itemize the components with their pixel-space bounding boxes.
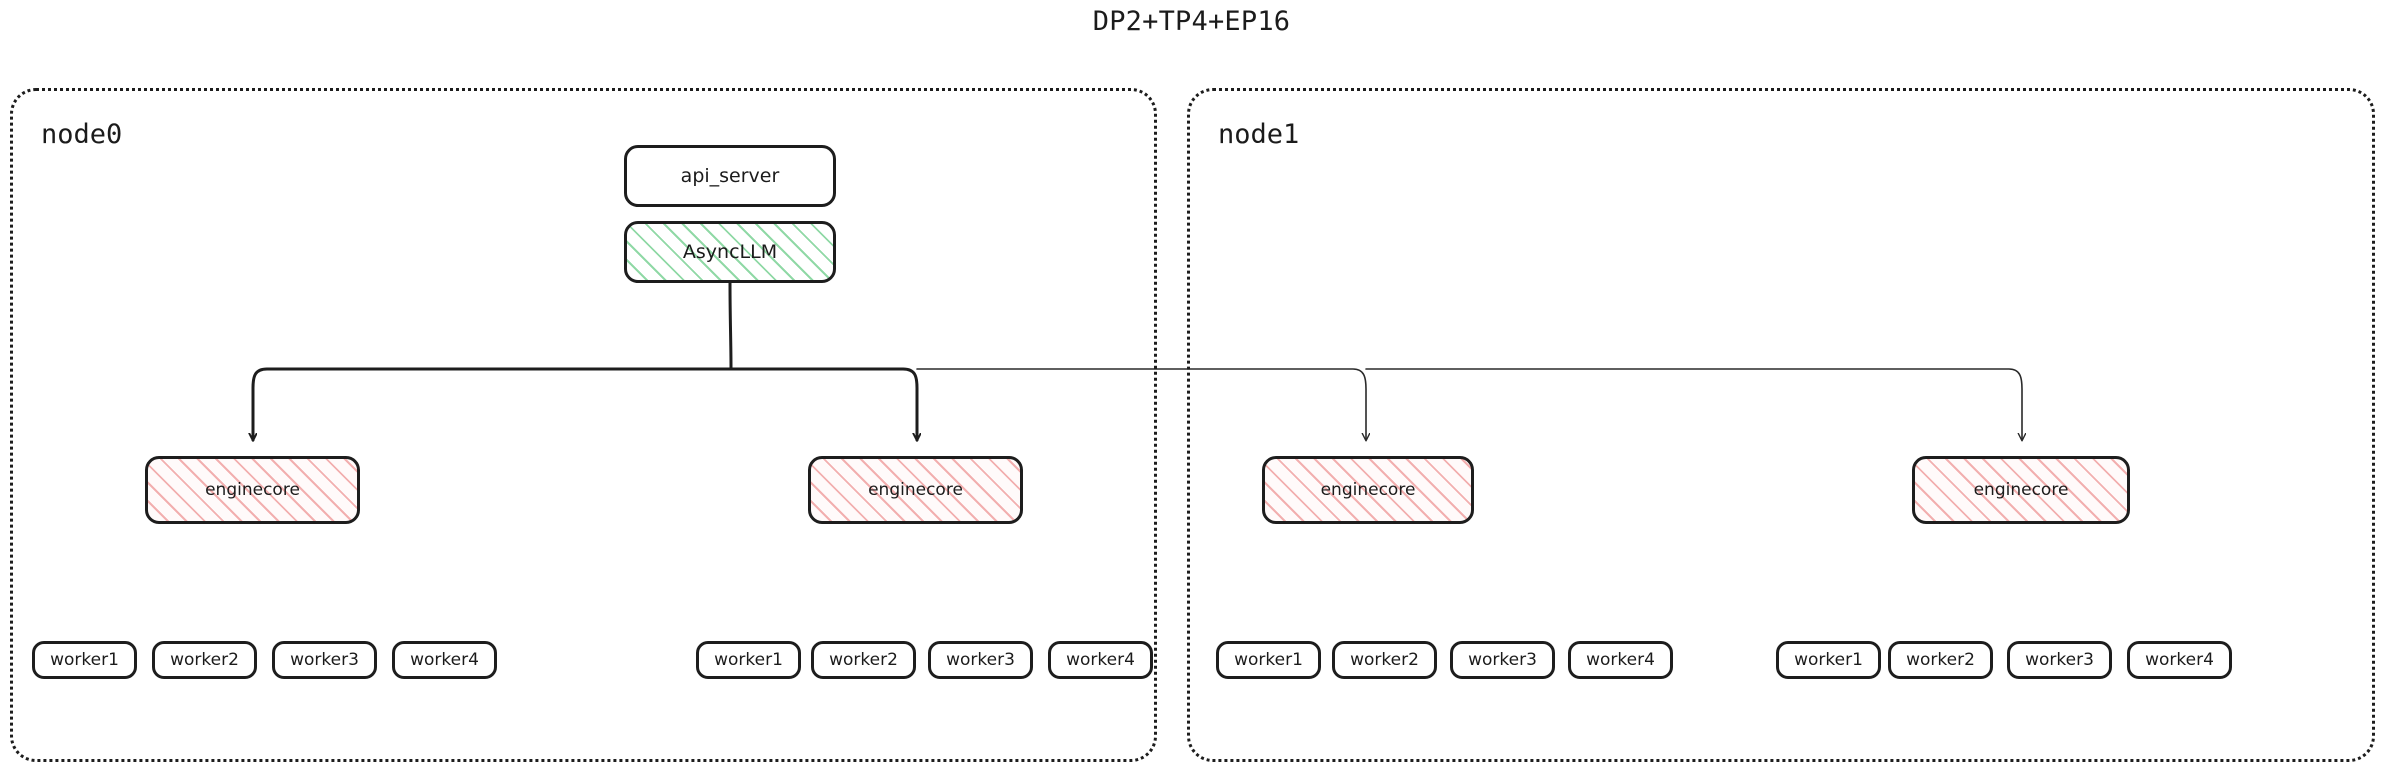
node-group-node0: node0: [10, 88, 1157, 762]
worker-box-node1-0-3[interactable]: worker4: [1568, 641, 1673, 679]
worker-box-node1-1-0[interactable]: worker1: [1776, 641, 1881, 679]
worker-label: worker1: [714, 650, 783, 670]
enginecore-box-node0-1[interactable]: enginecore: [808, 456, 1023, 524]
worker-label: worker4: [1066, 650, 1135, 670]
worker-label: worker3: [1468, 650, 1537, 670]
node-group-node1: node1: [1187, 88, 2375, 762]
enginecore-box-node1-1[interactable]: enginecore: [1912, 456, 2130, 524]
worker-label: worker2: [170, 650, 239, 670]
enginecore-label: enginecore: [1973, 480, 2069, 500]
enginecore-label: enginecore: [205, 480, 300, 500]
worker-label: worker2: [1350, 650, 1419, 670]
page-title: DP2+TP4+EP16: [1092, 6, 1291, 37]
worker-box-node0-1-0[interactable]: worker1: [696, 641, 801, 679]
enginecore-box-node0-0[interactable]: enginecore: [145, 456, 360, 524]
enginecore-box-node1-0[interactable]: enginecore: [1262, 456, 1474, 524]
node-label-node0: node0: [41, 119, 123, 150]
async-llm-box[interactable]: AsyncLLM: [624, 221, 836, 283]
worker-label: worker4: [1586, 650, 1655, 670]
worker-box-node1-0-0[interactable]: worker1: [1216, 641, 1321, 679]
worker-label: worker2: [1906, 650, 1975, 670]
worker-box-node0-1-3[interactable]: worker4: [1048, 641, 1153, 679]
worker-box-node0-0-2[interactable]: worker3: [272, 641, 377, 679]
worker-label: worker1: [1794, 650, 1863, 670]
worker-box-node1-1-3[interactable]: worker4: [2127, 641, 2232, 679]
worker-box-node0-1-2[interactable]: worker3: [928, 641, 1033, 679]
worker-box-node0-0-0[interactable]: worker1: [32, 641, 137, 679]
worker-box-node1-1-2[interactable]: worker3: [2007, 641, 2112, 679]
worker-label: worker3: [2025, 650, 2094, 670]
enginecore-label: enginecore: [1320, 480, 1416, 500]
api-server-box[interactable]: api_server: [624, 145, 836, 207]
worker-label: worker1: [1234, 650, 1303, 670]
worker-box-node0-0-3[interactable]: worker4: [392, 641, 497, 679]
worker-box-node1-0-1[interactable]: worker2: [1332, 641, 1437, 679]
node-label-node1: node1: [1218, 119, 1300, 150]
worker-label: worker4: [2145, 650, 2214, 670]
api-server-label: api_server: [680, 165, 780, 187]
worker-box-node1-1-1[interactable]: worker2: [1888, 641, 1993, 679]
worker-box-node0-1-1[interactable]: worker2: [811, 641, 916, 679]
worker-label: worker1: [50, 650, 119, 670]
worker-label: worker3: [290, 650, 359, 670]
worker-box-node1-0-2[interactable]: worker3: [1450, 641, 1555, 679]
worker-label: worker4: [410, 650, 479, 670]
worker-label: worker3: [946, 650, 1015, 670]
worker-box-node0-0-1[interactable]: worker2: [152, 641, 257, 679]
worker-label: worker2: [829, 650, 898, 670]
enginecore-label: enginecore: [868, 480, 963, 500]
async-llm-label: AsyncLLM: [682, 241, 778, 263]
